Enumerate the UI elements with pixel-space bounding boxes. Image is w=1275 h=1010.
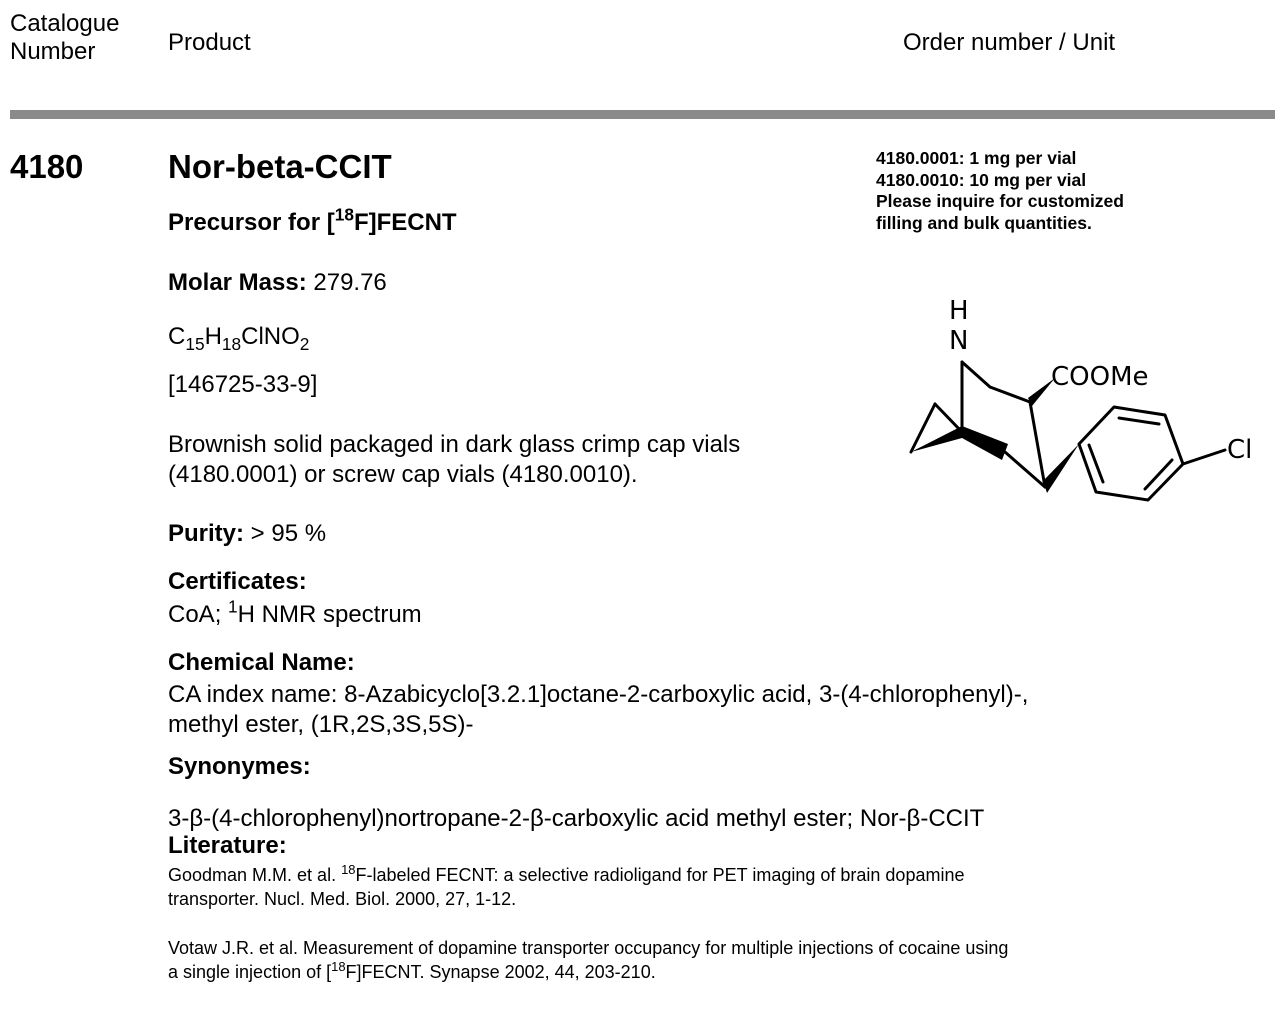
precursor-line: Precursor for [18F]FECNT (168, 204, 457, 236)
certificates-heading: Certificates: (168, 568, 307, 595)
description-line: (4180.0001) or screw cap vials (4180.001… (168, 461, 638, 488)
molar-mass: Molar Mass: 279.76 (168, 269, 387, 296)
cas-number: [146725-33-9] (168, 371, 318, 398)
certificates-value: CoA; 1H NMR spectrum (168, 596, 422, 628)
order-info: 4180.0001: 1 mg per vial 4180.0010: 10 m… (876, 148, 1271, 234)
chemical-name-line: CA index name: 8-Azabicyclo[3.2.1]octane… (168, 681, 1029, 708)
chemical-structure: H N COOMe Cl (909, 296, 1252, 502)
chemical-name-value: CA index name: 8-Azabicyclo[3.2.1]octane… (168, 680, 1268, 740)
column-header-product: Product (168, 29, 251, 56)
purity: Purity: > 95 % (168, 520, 327, 547)
chemical-name-line: methyl ester, (1R,2S,3S,5S)- (168, 711, 474, 738)
header-divider (10, 110, 1275, 119)
synonyms-value: 3-β-(4-chlorophenyl)nortropane-2-β-carbo… (168, 805, 985, 832)
order-line: Please inquire for customized (876, 191, 1124, 211)
description: Brownish solid packaged in dark glass cr… (168, 430, 740, 490)
literature-reference: Goodman M.M. et al. 18F-labeled FECNT: a… (168, 861, 965, 909)
halogen-label: Cl (1227, 435, 1252, 465)
molecular-formula: C15H18ClNO2 (168, 323, 310, 355)
atom-label-n: N (949, 326, 968, 356)
catalogue-number: 4180 (10, 148, 84, 185)
ester-label: COOMe (1051, 362, 1149, 392)
literature-reference: Votaw J.R. et al. Measurement of dopamin… (168, 938, 1009, 982)
chemical-name-heading: Chemical Name: (168, 649, 355, 676)
product-name: Nor-beta-CCIT (168, 148, 392, 185)
atom-label-h: H (949, 296, 969, 326)
order-line: 4180.0001: 1 mg per vial (876, 148, 1077, 168)
column-header-catalogue-number: Catalogue Number (10, 10, 120, 65)
column-header-order-number: Order number / Unit (903, 29, 1116, 56)
order-line: 4180.0010: 10 mg per vial (876, 169, 1087, 190)
literature-heading: Literature: (168, 832, 287, 859)
description-line: Brownish solid packaged in dark glass cr… (168, 431, 741, 458)
synonyms-heading: Synonymes: (168, 753, 311, 780)
order-line: filling and bulk quantities. (876, 212, 1092, 233)
